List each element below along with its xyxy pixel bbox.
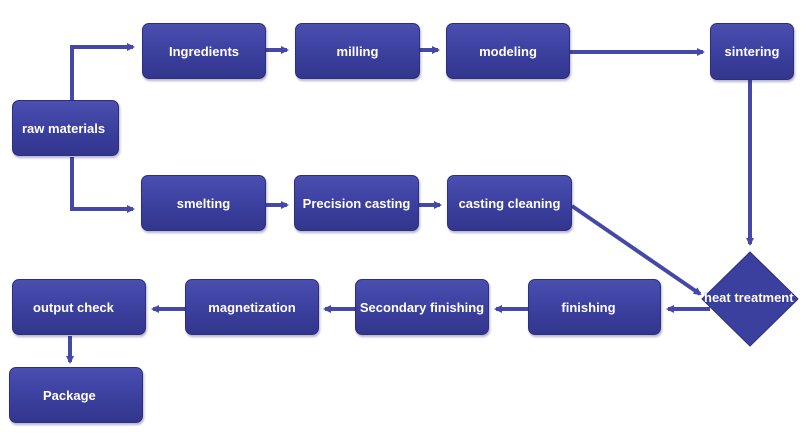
node-milling: milling xyxy=(295,23,420,79)
node-sintering: sintering xyxy=(710,23,794,80)
node-modeling: modeling xyxy=(446,23,570,79)
node-heat-treatment-label: heat treatment xyxy=(704,290,794,305)
node-ingredients: Ingredients xyxy=(142,23,266,79)
node-casting-cleaning: casting cleaning xyxy=(447,175,572,231)
arrow-casting-cleaning-to-heat-treatment xyxy=(570,204,702,296)
arrow-raw-to-ingredients xyxy=(70,43,135,100)
node-secondary-finishing: Secondary finishing xyxy=(355,279,489,335)
node-magnetization: magnetization xyxy=(185,279,319,335)
node-finishing: finishing xyxy=(528,279,661,335)
node-output-check: output check xyxy=(12,279,146,335)
node-raw-materials: raw materials xyxy=(12,100,119,156)
heat-treatment-diamond xyxy=(701,251,799,347)
arrow-raw-to-smelting xyxy=(70,157,135,213)
node-package: Package xyxy=(9,367,143,423)
node-precision-casting: Precision casting xyxy=(294,175,419,231)
node-smelting: smelting xyxy=(141,175,266,231)
